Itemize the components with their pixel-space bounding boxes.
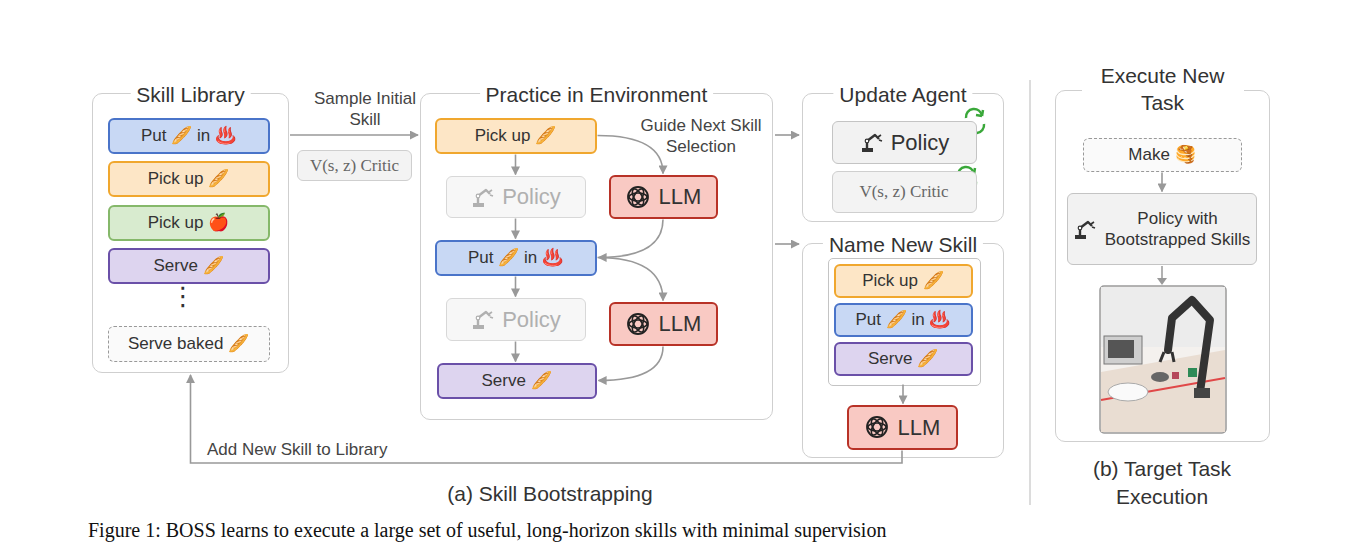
node-text: Put 🥖 in ♨️	[856, 309, 951, 330]
robot-arm-icon	[859, 130, 883, 154]
group-frame: Name New SkillPick up 🥖Put 🥖 in ♨️Serve …	[802, 243, 1004, 458]
node-text: Put 🥖 in ♨️	[468, 247, 563, 268]
subfigure-caption: (a) Skill Bootstrapping	[420, 480, 680, 508]
node-text: V(s, z) Critic	[859, 181, 948, 202]
node-text: Policy	[502, 186, 561, 207]
node-text: Pick up 🥖	[475, 125, 556, 146]
inner-frame	[828, 258, 981, 386]
flow-arrow	[775, 243, 799, 245]
flow-arrow	[599, 347, 664, 381]
skill-box: Put 🥖 in ♨️	[108, 118, 270, 154]
node-text: Serve 🥖	[153, 255, 223, 276]
skill-box: Serve 🥖	[437, 363, 597, 399]
group-heading: Skill Library	[130, 81, 251, 108]
node-text: Policy	[891, 132, 950, 153]
policy-box: Policy	[832, 121, 977, 164]
node-text: Pick up 🍎	[148, 212, 229, 233]
llm-logo-icon	[625, 185, 651, 209]
node-text: LLM	[898, 417, 941, 438]
node-text: Serve 🥖	[868, 348, 938, 369]
refresh-icon	[958, 167, 976, 191]
node-text: Make 🥞	[1128, 144, 1195, 165]
skill-box: Pick up 🍎	[108, 205, 270, 241]
flow-arrow	[902, 385, 904, 404]
node-text: LLM	[659, 186, 702, 207]
group-heading: Execute New Task	[1082, 62, 1244, 116]
llm-box: LLM	[609, 175, 718, 219]
skill-box: Serve 🥖	[108, 248, 270, 284]
node-text: Policy with Bootstrapped Skills	[1104, 208, 1252, 250]
skill-box: Put 🥖 in ♨️	[435, 240, 597, 276]
node-text: LLM	[659, 313, 702, 334]
skill-box: Serve 🥖	[834, 342, 973, 376]
figure-caption: Figure 1: BOSS learns to execute a large…	[88, 520, 1348, 541]
policy-box: Policy	[446, 298, 586, 341]
node-text: Put 🥖 in ♨️	[141, 125, 236, 146]
pending-skill-box: Serve baked 🥖	[108, 326, 270, 362]
arrow-to-scene	[1157, 266, 1167, 285]
flow-arrow	[599, 220, 664, 258]
ellipsis-mark: ⋮	[170, 280, 196, 313]
group-frame: Update AgentPolicyV(s, z) Critic	[802, 93, 1004, 222]
group-heading: Name New Skill	[823, 231, 983, 258]
flow-arrow	[191, 375, 903, 463]
flow-arrow	[598, 258, 664, 301]
group-frame: Execute New TaskMake 🥞Policy with Bootst…	[1055, 90, 1270, 442]
flow-arrow	[290, 134, 418, 136]
node-text: Pick up 🥖	[148, 168, 229, 189]
llm-box: LLM	[847, 405, 958, 450]
node-text: Policy	[502, 309, 561, 330]
edge-label: Guide Next Skill Selection	[636, 115, 766, 157]
node-text: Serve baked 🥖	[128, 333, 249, 354]
flow-arrow	[515, 342, 517, 362]
node-text: Serve 🥖	[481, 370, 551, 391]
llm-logo-icon	[625, 312, 651, 336]
edge-label: Sample Initial Skill	[305, 88, 425, 130]
flow-arrow	[1161, 173, 1163, 192]
skill-box: Put 🥖 in ♨️	[834, 303, 973, 337]
robot-arm-icon	[1072, 217, 1096, 241]
llm-box: LLM	[609, 302, 718, 346]
policy-box: Policy	[446, 176, 586, 218]
edge-label: Add New Skill to Library	[207, 439, 467, 460]
flow-arrow	[515, 219, 517, 239]
group-heading: Update Agent	[833, 81, 972, 108]
skill-box: Pick up 🥖	[435, 118, 597, 154]
divider-line	[1029, 80, 1031, 505]
refresh-icon	[966, 109, 984, 133]
flow-arrow	[775, 134, 799, 136]
robot-arm-icon	[470, 185, 494, 209]
flow-arrow	[515, 277, 517, 297]
robot-scene-illustration	[1100, 286, 1226, 433]
node-text: V(s, z) Critic	[310, 155, 399, 176]
llm-logo-icon	[864, 415, 890, 439]
flow-arrow	[598, 136, 664, 174]
skill-box: Pick up 🥖	[108, 161, 270, 197]
subfigure-caption: (b) Target Task Execution	[1077, 455, 1247, 511]
critic-box: V(s, z) Critic	[832, 171, 977, 213]
robot-arm-icon	[470, 307, 494, 331]
policy-box: Policy with Bootstrapped Skills	[1067, 193, 1257, 265]
skill-box: Pick up 🥖	[834, 264, 973, 298]
critic-box: V(s, z) Critic	[297, 150, 412, 181]
flow-arrow	[515, 155, 517, 175]
pending-skill-box: Make 🥞	[1083, 138, 1242, 172]
group-frame: Skill LibraryPut 🥖 in ♨️Pick up 🥖Pick up…	[92, 93, 289, 373]
group-heading: Practice in Environment	[480, 81, 714, 108]
node-text: Pick up 🥖	[862, 270, 943, 291]
